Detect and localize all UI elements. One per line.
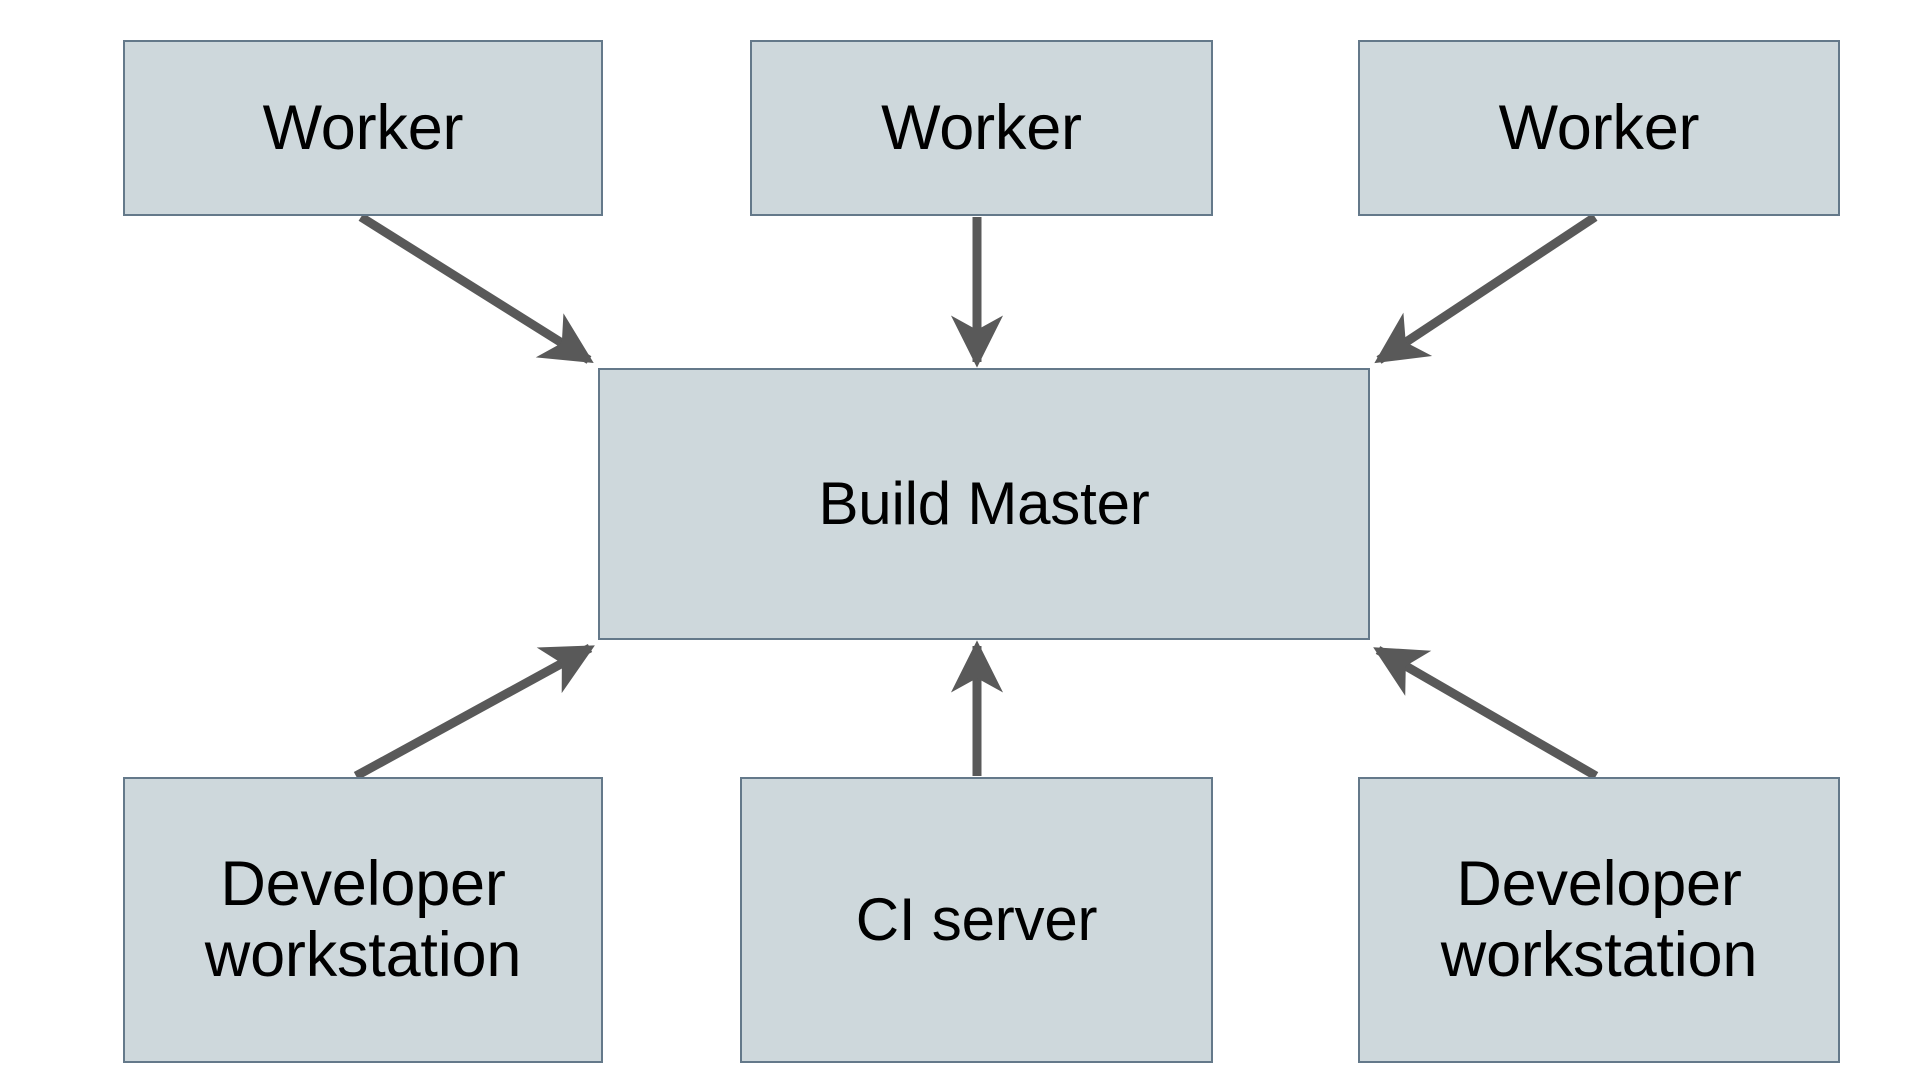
edge-dev-left-to-master xyxy=(353,644,595,780)
node-worker-center[interactable]: Worker xyxy=(750,40,1213,216)
node-worker-center-label: Worker xyxy=(881,92,1082,163)
node-developer-workstation-right[interactable]: Developer workstation xyxy=(1358,777,1840,1063)
node-build-master[interactable]: Build Master xyxy=(598,368,1370,640)
node-developer-workstation-left-label: Developer workstation xyxy=(204,849,522,990)
node-developer-workstation-right-label: Developer workstation xyxy=(1440,849,1758,990)
node-worker-left[interactable]: Worker xyxy=(123,40,603,216)
node-worker-right[interactable]: Worker xyxy=(1358,40,1840,216)
node-ci-server[interactable]: CI server xyxy=(740,777,1213,1063)
node-worker-right-label: Worker xyxy=(1498,92,1700,163)
edge-worker-right-to-master xyxy=(1374,213,1598,364)
node-build-master-label: Build Master xyxy=(818,470,1150,538)
node-developer-workstation-left[interactable]: Developer workstation xyxy=(123,777,603,1063)
edge-worker-left-to-master xyxy=(358,213,594,364)
node-worker-left-label: Worker xyxy=(262,92,464,163)
edge-dev-right-to-master xyxy=(1373,646,1599,780)
node-ci-server-label: CI server xyxy=(855,886,1098,954)
